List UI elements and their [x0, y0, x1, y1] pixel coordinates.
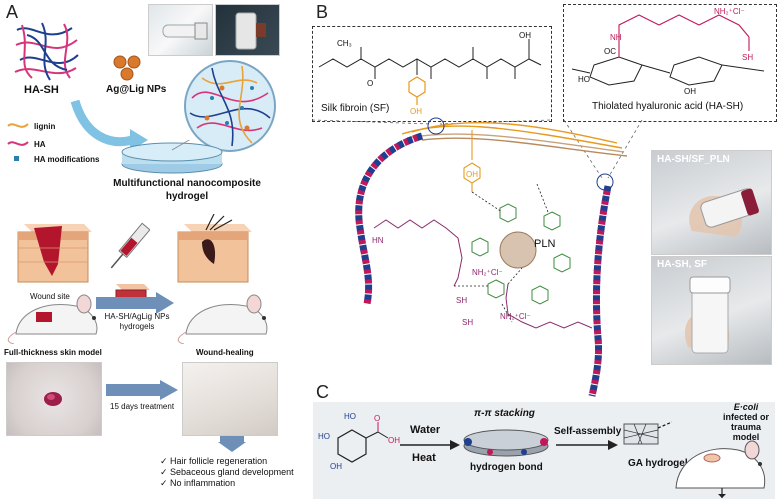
pln-label: PLN [534, 238, 556, 250]
model-label-line3: trauma [730, 422, 761, 432]
sf-o-label: O [367, 79, 374, 88]
panel-c-letter: C [316, 382, 329, 402]
legend-ha: HA [34, 140, 46, 149]
petri-dish-icon [121, 140, 223, 174]
product-label-line1: Multifunctional nanocomposite [113, 178, 261, 189]
thiolated-ha-structure-box: NH₂⁺Cl⁻ SH NH OC HO OH Thiolated hyaluro… [563, 4, 777, 122]
ga-ho-top: HO [344, 412, 356, 421]
mouse-healed-illustration [177, 294, 268, 344]
water-label: Water [410, 424, 441, 436]
water-heat-arrow-icon [400, 440, 460, 450]
ha-sh-label: HA-SH [24, 84, 59, 96]
thiolated-ha-caption: Thiolated hyaluronic acid (HA-SH) [592, 101, 744, 112]
product-label-line2: hydrogel [165, 191, 209, 202]
panel-a-letter: A [6, 2, 19, 22]
tyr-oh-label: OH [466, 170, 478, 179]
silk-fibroin-structure-box: CH₃ O OH OH Silk fibroin (SF) [312, 26, 552, 122]
magnified-network-circle [184, 60, 276, 152]
syringe-icon [110, 222, 150, 269]
sf-tyr-oh-label: OH [410, 107, 422, 116]
linker-nh2cl-label: NH₂⁺Cl⁻ [472, 268, 503, 277]
heat-label: Heat [412, 452, 436, 464]
sf-ch3-label: CH₃ [337, 39, 352, 48]
ga-ho-bottom: OH [330, 462, 342, 471]
ha-ho-label: HO [578, 75, 590, 84]
silk-fibroin-structure [318, 39, 542, 105]
wounded-skin-block [17, 224, 92, 283]
days-arrow-icon [106, 380, 178, 400]
ga-hydrogel-label: GA hydrogel [628, 458, 688, 469]
vial-photo-gel [215, 4, 280, 56]
ha-sh-thiol-label: SH [742, 53, 754, 62]
ga-hydrogel-mesh-icon [623, 421, 672, 445]
treatment-arrow-icon [96, 292, 174, 314]
ha-oc-label: OC [604, 47, 616, 56]
ha-oh-label: OH [684, 87, 696, 96]
panel-b-letter: B [316, 2, 329, 22]
treatment-label-line2: hydrogels [119, 322, 155, 331]
linker-sh-label-1: SH [456, 296, 468, 305]
outcome-item: Sebaceous gland development [160, 467, 294, 478]
legend-ha-modifications: HA modifications [34, 155, 100, 164]
model-label-line4: model [732, 432, 760, 442]
ha-nh2cl-label: NH₂⁺Cl⁻ [714, 7, 745, 16]
outcome-arrow-icon [218, 436, 246, 452]
self-assembly-label: Self-assembly [554, 426, 622, 437]
pi-stacking-disc-icon [463, 429, 549, 457]
self-assembly-arrow-icon [556, 440, 618, 450]
hydrogel-interaction-schematic [312, 117, 643, 397]
vial-photo-ha-sh-sf-pln [651, 150, 772, 255]
vial-photo-ha-sh-sf [651, 256, 772, 365]
ga-oh-label: OH [388, 436, 400, 445]
linker-sh-label-2: SH [462, 318, 474, 327]
linker-hn-label: HN [372, 236, 384, 245]
mouse-model-illustration [675, 440, 766, 498]
mouse-wound-illustration [7, 294, 98, 344]
mixing-arrow-icon [70, 99, 148, 151]
gallic-acid-structure [337, 422, 389, 463]
outcome-item: No inflammation [160, 478, 294, 489]
legend-swatches [7, 123, 29, 161]
ha-bead-chain-right [588, 185, 612, 397]
ag-lig-nanoparticles-icon [113, 55, 141, 81]
treatment-label-line1: HA-SH/AgLig NPs [104, 312, 170, 321]
pi-stacking-label: π-π stacking [474, 408, 535, 419]
outcomes-list: Hair follicle regeneration Sebaceous gla… [160, 456, 294, 489]
ha-nh-label: NH [610, 33, 622, 42]
wound-photo-day0 [6, 362, 102, 436]
ha-sh-polymer-network [14, 22, 79, 81]
model-label-line1: E·coli [733, 402, 759, 412]
photo-label-ha-sh-sf-pln: HA-SH/SF_PLN [657, 154, 730, 165]
hydrogen-bond-label: hydrogen bond [470, 462, 543, 473]
outcome-item: Hair follicle regeneration [160, 456, 294, 467]
vial-photo-liquid [148, 4, 213, 56]
silk-fibroin-caption: Silk fibroin (SF) [321, 103, 390, 114]
ga-o-label: O [374, 414, 381, 423]
ag-lig-nps-label: Ag@Lig NPs [106, 84, 167, 95]
wound-site-label: Wound site [30, 292, 70, 301]
linker-nh2cl-label-2: NH₂⁺Cl⁻ [500, 312, 531, 321]
healed-skin-block [177, 214, 252, 283]
thiolated-ha-structure [571, 14, 765, 86]
skin-model-label: Full-thickness skin model [4, 348, 102, 357]
wound-photo-healed [182, 362, 278, 436]
photo-label-ha-sh-sf: HA-SH, SF [657, 259, 707, 270]
legend-lignin: lignin [34, 122, 56, 131]
wound-healing-label: Wound-healing [196, 348, 254, 357]
ha-bead-chain-left [355, 132, 424, 305]
sf-oh-label: OH [519, 31, 531, 40]
ga-ho-mid: HO [318, 432, 330, 441]
days-treatment-label: 15 days treatment [110, 402, 175, 411]
model-label-line2: infected or [722, 412, 769, 422]
